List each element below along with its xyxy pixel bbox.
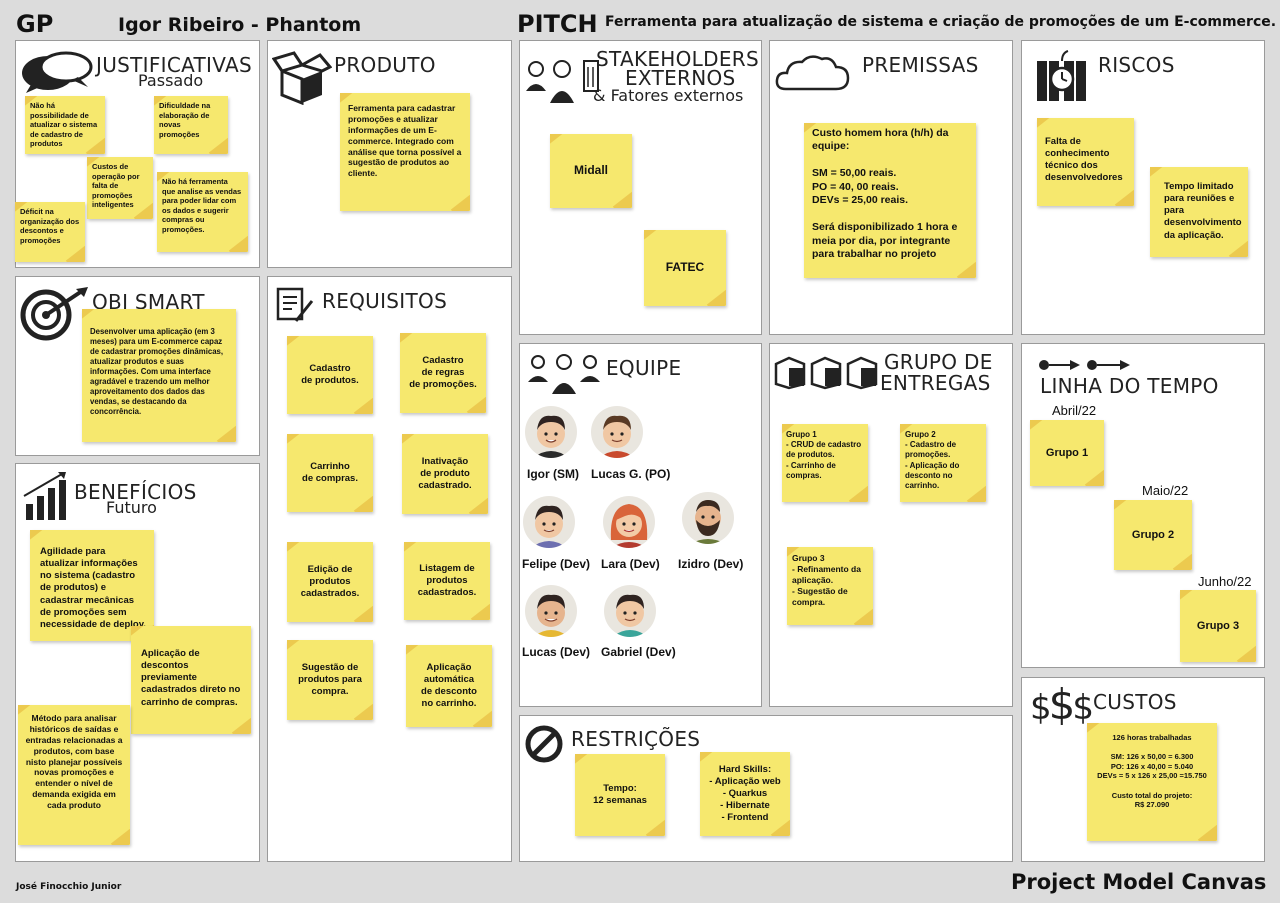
member-name-igor: Igor (SM) <box>527 467 579 481</box>
premissas-title: PREMISSAS <box>862 53 979 77</box>
requisito-note-1: Cadastro de produtos. <box>287 336 373 414</box>
produto-note: Ferramenta para cadastrar promoções e at… <box>340 93 470 211</box>
requisito-note-2: Cadastro de regras de promoções. <box>400 333 486 413</box>
requisito-note-8: Aplicação automática de desconto no carr… <box>406 645 492 727</box>
justificativas-note-4: Não há ferramenta que analise as vendas … <box>157 172 248 252</box>
avatar-lara <box>603 496 655 548</box>
stakeholders-title-line2: EXTERNOS <box>625 66 736 90</box>
checklist-icon <box>276 287 314 322</box>
prohibited-icon <box>525 725 563 763</box>
target-icon <box>20 287 88 341</box>
timeline-icon <box>1039 360 1130 370</box>
pitch-text: Ferramenta para atualização de sistema e… <box>605 14 1277 30</box>
speech-bubbles-icon <box>22 51 93 93</box>
riscos-note-1: Falta de conhecimento técnico dos desenv… <box>1037 118 1134 206</box>
member-name-lucas-g: Lucas G. (PO) <box>591 467 671 481</box>
beneficios-note-3: Método para analisar históricos de saída… <box>18 705 130 845</box>
justificativas-title: JUSTIFICATIVAS <box>96 53 252 77</box>
justificativas-note-2: Dificuldade na elaboração de novas promo… <box>154 96 228 154</box>
entrega-note-grupo-3: Grupo 3 - Refinamento da aplicação. - Su… <box>787 547 873 625</box>
entrega-note-grupo-1: Grupo 1 - CRUD de cadastro de produtos. … <box>782 424 868 502</box>
grupo-entregas-block: GRUPO DE ENTREGAS <box>769 343 1013 707</box>
member-name-lara: Lara (Dev) <box>601 557 660 571</box>
avatar-felipe <box>523 496 575 548</box>
requisitos-title: REQUISITOS <box>322 289 448 313</box>
stakeholders-title-line1: STAKEHOLDERS <box>596 47 759 71</box>
justificativas-subtitle: Passado <box>138 71 204 90</box>
obj-smart-note: Desenvolver uma aplicação (em 3 meses) p… <box>82 309 236 442</box>
footer-canvas-title: Project Model Canvas <box>1011 870 1267 894</box>
requisito-note-5: Edição de produtos cadastrados. <box>287 542 373 622</box>
cloud-icon <box>775 55 850 91</box>
pitch-label: PITCH <box>517 10 598 38</box>
timeline-month-1: Abril/22 <box>1052 403 1097 418</box>
riscos-title: RISCOS <box>1098 53 1175 77</box>
riscos-note-2: Tempo limitado para reuniões e para dese… <box>1150 167 1248 257</box>
justificativas-note-1: Não há possibilidade de atualizar o sist… <box>25 96 105 154</box>
linha-tempo-title: LINHA DO TEMPO <box>1040 374 1219 398</box>
team-people-icon <box>528 354 600 394</box>
beneficios-note-2: Aplicação de descontos previamente cadas… <box>131 626 251 734</box>
member-name-gabriel: Gabriel (Dev) <box>601 645 676 659</box>
premissas-note: Custo homem hora (h/h) da equipe: SM = 5… <box>804 123 976 278</box>
dollar-signs-icon: $$$ <box>1030 680 1094 729</box>
timeline-month-3: Junho/22 <box>1198 574 1252 589</box>
avatar-igor <box>525 406 577 458</box>
stakeholder-note-fatec: FATEC <box>644 230 726 306</box>
grupo-entregas-title-line1: GRUPO DE <box>884 350 993 374</box>
avatar-gabriel <box>604 585 656 637</box>
timeline-note-grupo-3: Grupo 3 <box>1180 590 1256 662</box>
justificativas-note-3: Custos de operação por falta de promoçõe… <box>87 157 153 219</box>
stakeholders-people-icon <box>526 60 599 103</box>
requisito-note-7: Sugestão de produtos para compra. <box>287 640 373 720</box>
stakeholder-note-midall: Midall <box>550 134 632 208</box>
beneficios-subtitle: Futuro <box>106 498 157 517</box>
entrega-note-grupo-2: Grupo 2 - Cadastro de promoções. - Aplic… <box>900 424 986 502</box>
member-name-felipe: Felipe (Dev) <box>522 557 591 571</box>
stakeholders-subtitle: & Fatores externos <box>593 86 744 105</box>
box-icon <box>272 51 332 105</box>
requisito-note-3: Carrinho de compras. <box>287 434 373 512</box>
beneficios-note-1: Agilidade para atualizar informações no … <box>30 530 154 641</box>
avatar-lucas <box>525 585 577 637</box>
boxes-icon <box>774 356 878 390</box>
timeline-note-grupo-2: Grupo 2 <box>1114 500 1192 570</box>
beneficios-title: BENEFÍCIOS <box>74 480 197 504</box>
restricoes-title: RESTRIÇÕES <box>571 727 701 751</box>
custos-title: CUSTOS <box>1093 690 1177 714</box>
produto-title: PRODUTO <box>334 53 436 77</box>
grupo-entregas-title-line2: ENTREGAS <box>880 371 991 395</box>
growth-chart-icon <box>23 472 66 520</box>
restricao-note-hard-skills: Hard Skills: - Aplicação web - Quarkus -… <box>700 752 790 836</box>
avatar-lucas-g <box>591 406 643 458</box>
restricao-note-tempo: Tempo: 12 semanas <box>575 754 665 836</box>
member-name-lucas: Lucas (Dev) <box>522 645 591 659</box>
timeline-note-grupo-1: Grupo 1 <box>1030 420 1104 486</box>
avatar-izidro <box>682 492 734 544</box>
obj-smart-title: OBJ SMART <box>92 290 205 314</box>
justificativas-note-5: Déficit na organização dos descontos e p… <box>15 202 85 262</box>
equipe-title: EQUIPE <box>606 356 682 380</box>
gp-label: GP <box>16 10 54 38</box>
project-name: Igor Ribeiro - Phantom <box>118 14 362 36</box>
member-name-izidro: Izidro (Dev) <box>678 557 744 571</box>
requisito-note-4: Inativação de produto cadastrado. <box>402 434 488 514</box>
timeline-month-2: Maio/22 <box>1142 483 1189 498</box>
requisito-note-6: Listagem de produtos cadastrados. <box>404 542 490 620</box>
custos-note: 126 horas trabalhadas SM: 126 x 50,00 = … <box>1087 723 1217 841</box>
dynamite-icon <box>1037 50 1086 101</box>
footer-author: José Finocchio Junior <box>16 882 122 892</box>
produto-block: PRODUTO <box>267 40 512 268</box>
